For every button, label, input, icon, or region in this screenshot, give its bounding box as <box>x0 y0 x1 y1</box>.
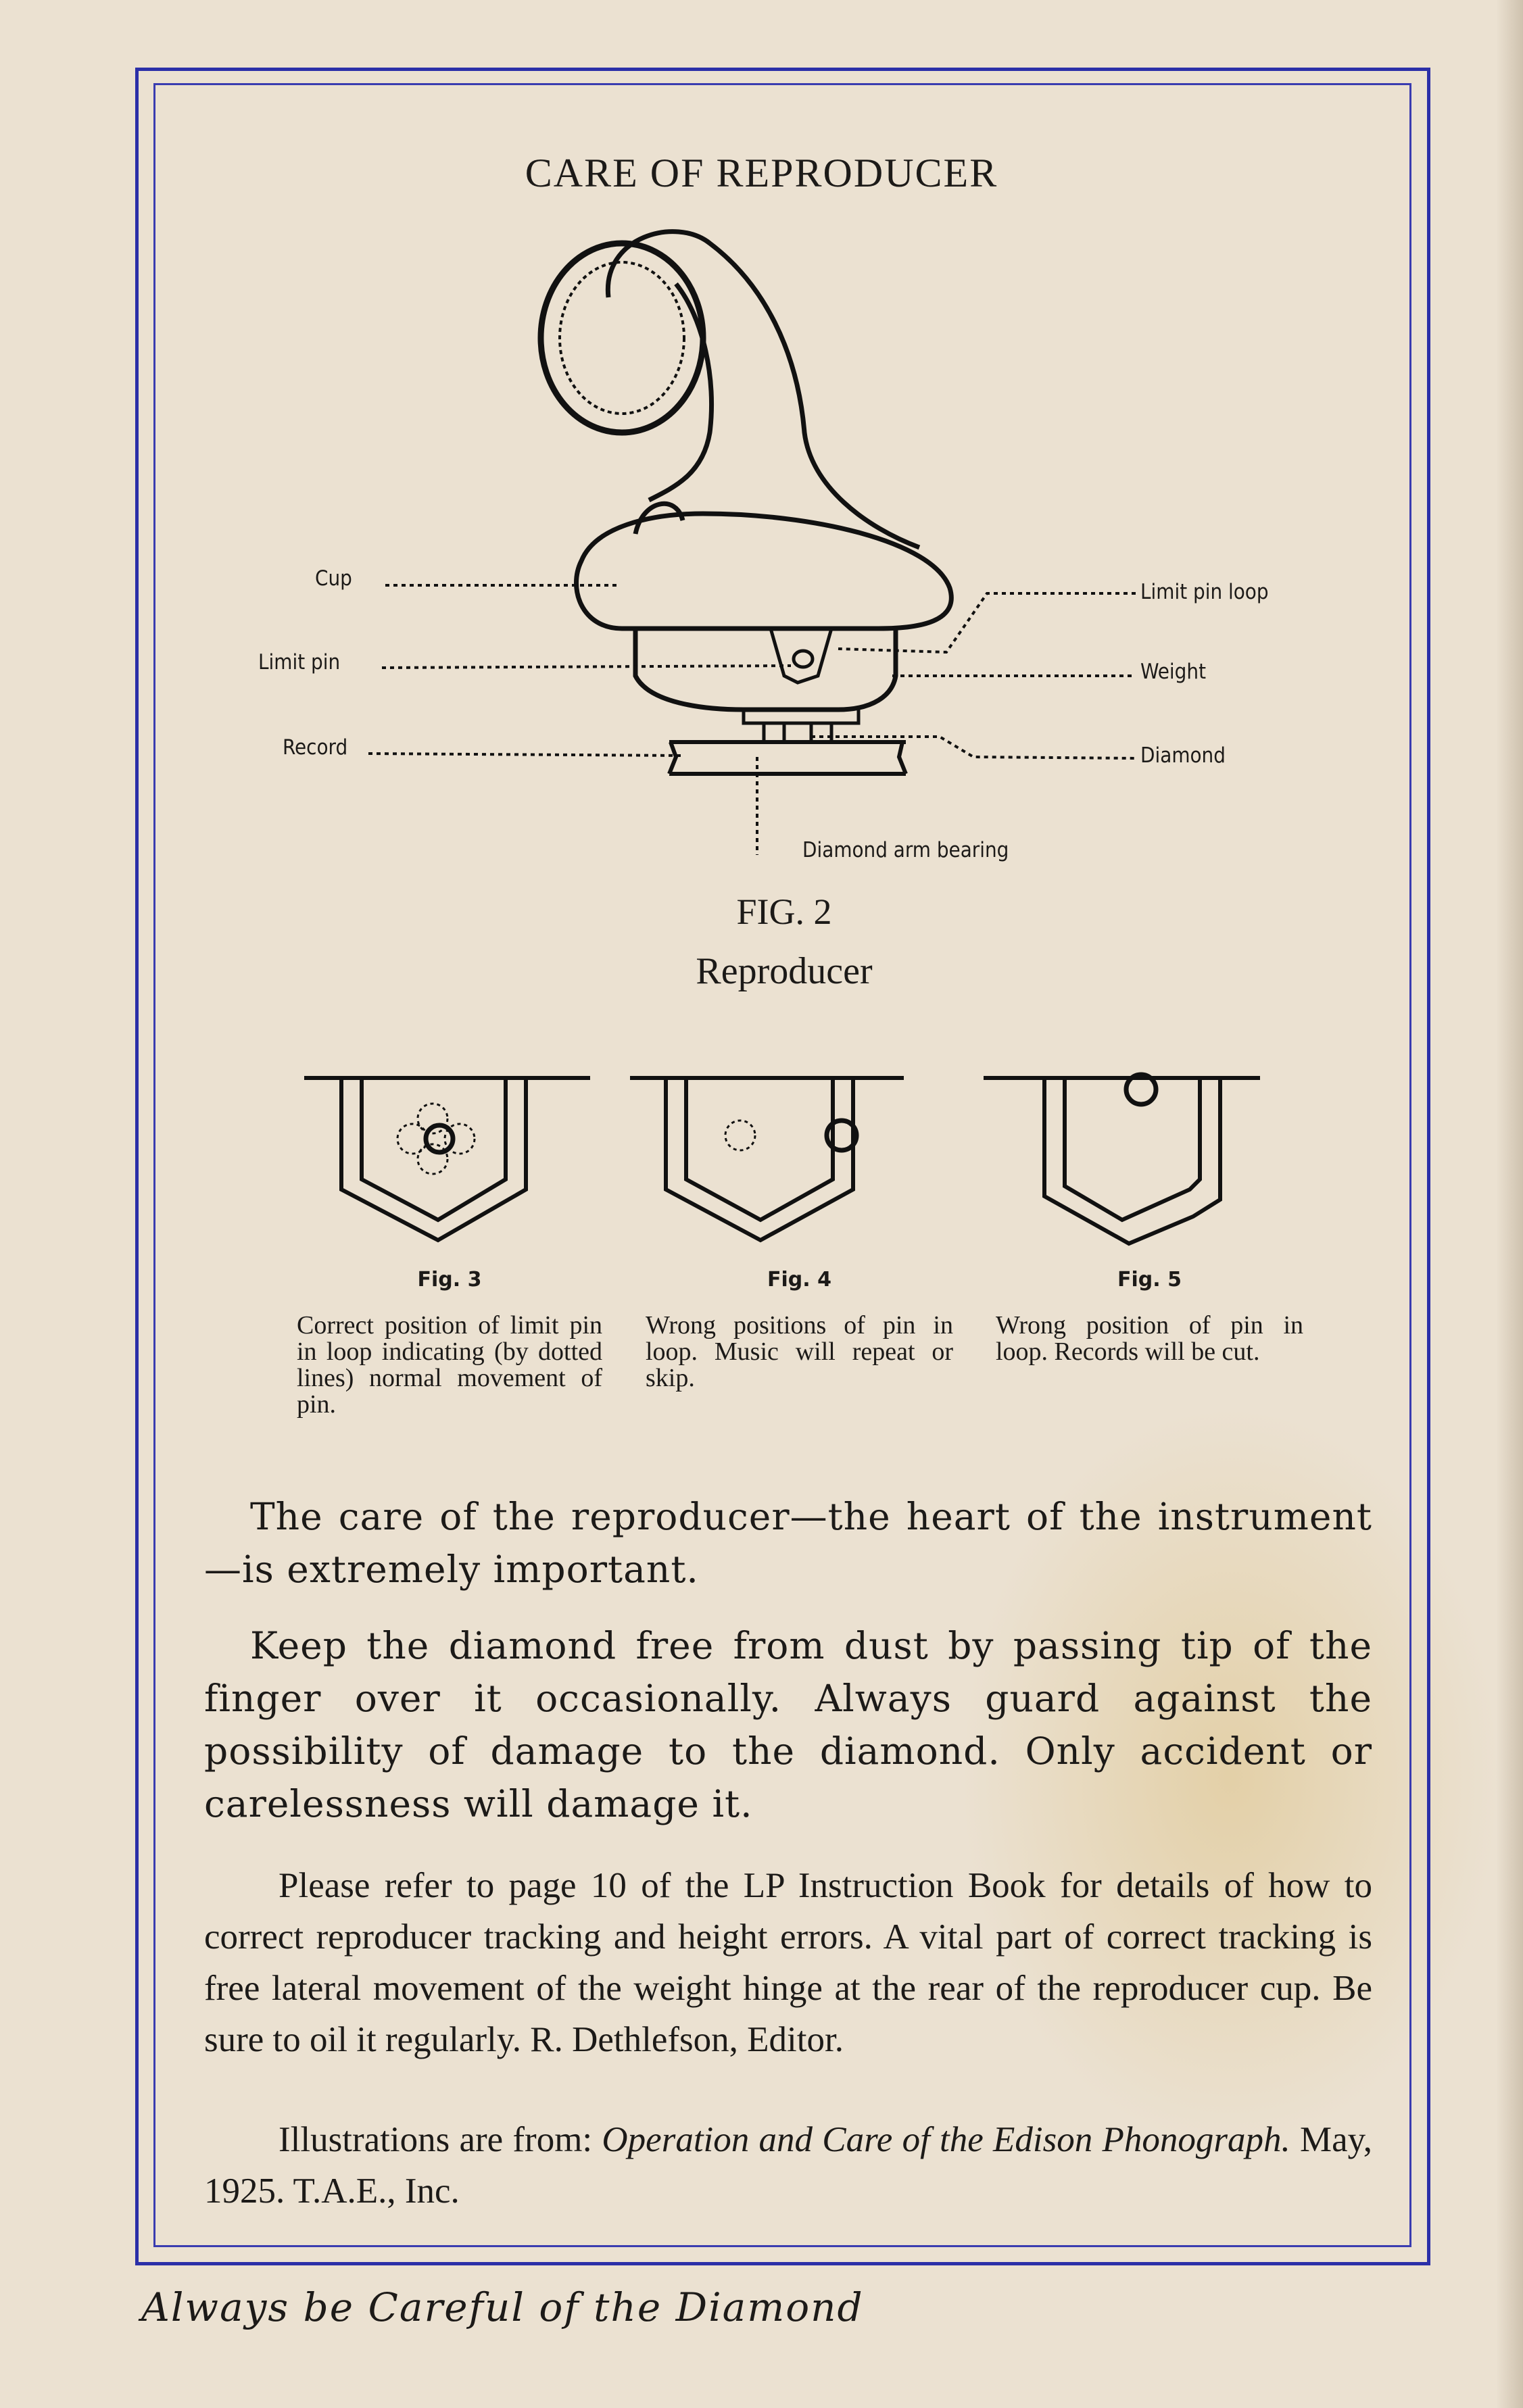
footer-motto: Always be Careful of the Diamond <box>141 2284 864 2330</box>
fig5-drawing <box>984 1072 1260 1246</box>
horn-ring <box>537 240 706 436</box>
credit-prefix: Illustrations are from: <box>279 2120 602 2159</box>
label-cup: Cup <box>315 566 352 591</box>
credit-suffix: May, 1925. T.A.E., Inc. <box>204 2120 1372 2211</box>
label-diamond-arm-bearing: Diamond arm bearing <box>802 838 1009 862</box>
label-diamond: Diamond <box>1140 743 1226 768</box>
fig5-caption: Wrong position of pin in loop. Records w… <box>996 1311 1303 1366</box>
label-weight: Weight <box>1140 660 1206 684</box>
fig5-label: Fig. 5 <box>1117 1268 1182 1292</box>
reproducer-illustration <box>368 229 1136 855</box>
figure-caption: Reproducer <box>696 950 873 992</box>
body-paragraph-1: The care of the reproducer—the heart of … <box>204 1495 1372 1591</box>
fig3-caption: Correct position of limit pin in loop in… <box>297 1311 602 1419</box>
figure-number: FIG. 2 <box>736 891 832 932</box>
fig4-caption: Wrong positions of pin in loop. Music wi… <box>646 1311 953 1392</box>
editor-note: Please refer to page 10 of the LP Instru… <box>204 1866 1372 2059</box>
label-limit-pin-loop: Limit pin loop <box>1140 580 1269 604</box>
page-edge-shadow <box>1496 0 1523 2408</box>
fig4-label: Fig. 4 <box>767 1268 831 1292</box>
page-title: CARE OF REPRODUCER <box>525 151 998 195</box>
limit-pin-loop-figures <box>304 1072 1260 1246</box>
label-limit-pin: Limit pin <box>258 650 341 674</box>
fig4-drawing <box>630 1076 904 1243</box>
fig3-label: Fig. 3 <box>417 1268 482 1292</box>
fig3-drawing <box>304 1076 590 1243</box>
body-paragraph-2: Keep the diamond free from dust by passi… <box>204 1624 1372 1825</box>
record-shape <box>667 740 908 776</box>
credit-source-title: Operation and Care of the Edison Phonogr… <box>602 2120 1290 2159</box>
cup-shape <box>574 511 954 631</box>
outer-border <box>135 68 1430 2265</box>
inner-border <box>153 83 1411 2247</box>
label-record: Record <box>283 735 348 760</box>
illustration-credit: Illustrations are from: Operation and Ca… <box>204 2114 1372 2217</box>
